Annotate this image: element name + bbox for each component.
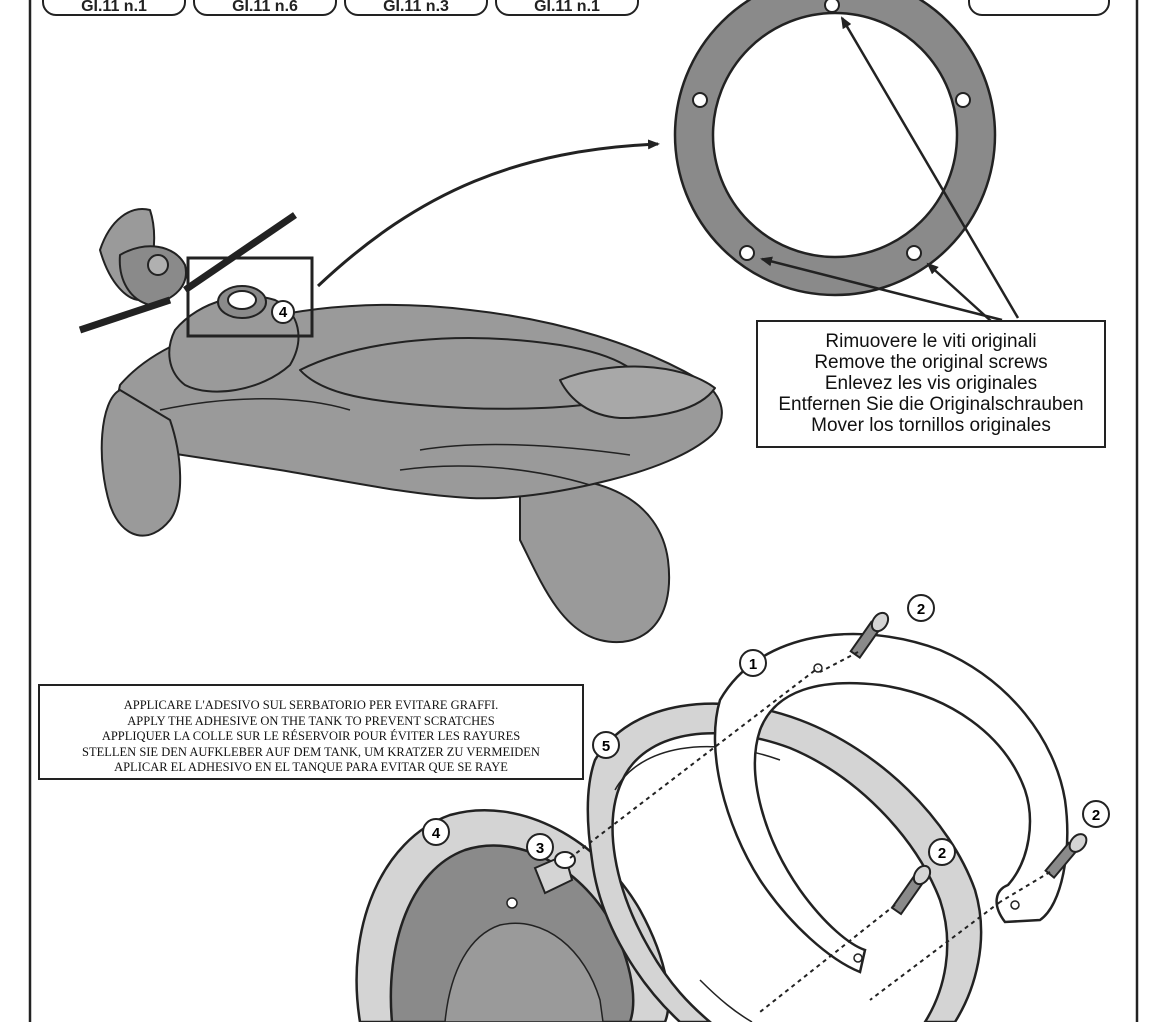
screw-top: [849, 611, 890, 660]
adhesive-line-es: APLICAR EL ADHESIVO EN EL TANQUE PARA EV…: [114, 760, 508, 774]
screw-right: [1044, 833, 1088, 880]
part-badges: 4 2 1 5 4 3 2: [271, 300, 1110, 866]
screw-hole-left: [692, 92, 708, 108]
note-line-de: Entfernen Sie die Originalschrauben: [778, 394, 1084, 415]
adhesive-ring: [355, 809, 670, 1022]
assembly-axes: [569, 651, 1051, 1013]
detail-arrow: [316, 139, 660, 288]
badge-flange-ring: 1: [739, 649, 767, 677]
screw-mid: [890, 864, 932, 916]
badge-screw-mid: 2: [928, 838, 956, 866]
svg-text:2: 2: [938, 845, 946, 862]
note-line-es: Mover los tornillos originales: [811, 415, 1051, 436]
svg-text:2: 2: [917, 601, 925, 618]
screw-pointer-arrows: [760, 16, 1020, 323]
header-tab-1: GI.11 n.1: [42, 0, 186, 16]
screw-hole-bottom-left: [739, 245, 755, 261]
original-gasket-ring: [673, 0, 997, 297]
motorcycle-illustration: [78, 208, 723, 644]
header-tab-4: GI.11 n.1: [495, 0, 639, 16]
svg-text:4: 4: [432, 825, 441, 842]
adhesive-line-en: APPLY THE ADHESIVE ON THE TANK TO PREVEN…: [127, 713, 495, 728]
svg-text:4: 4: [279, 304, 288, 321]
header-tab-3: GI.11 n.3: [344, 0, 488, 16]
spacer-part: [533, 851, 576, 895]
screw-hole-right: [955, 92, 971, 108]
detail-box: [186, 256, 314, 338]
screw-hole-top: [824, 0, 840, 13]
remove-screws-note: Rimuovere le viti originali Remove the o…: [756, 320, 1106, 448]
badge-lock-ring: 5: [592, 731, 620, 759]
badge-screw-right: 2: [1082, 800, 1110, 828]
note-line-it: Rimuovere le viti originali: [825, 331, 1037, 352]
note-line-en: Remove the original screws: [814, 352, 1048, 373]
header-tab-2: GI.11 n.6: [193, 0, 337, 16]
svg-text:2: 2: [1092, 807, 1100, 824]
adhesive-line-it: APPLICARE L'ADESIVO SUL SERBATORIO PER E…: [123, 698, 499, 712]
badge-screw-top: 2: [907, 594, 935, 622]
note-line-fr: Enlevez les vis originales: [824, 373, 1038, 394]
screw-hole-bottom-right: [906, 245, 922, 261]
flange-ring: [713, 632, 1069, 974]
svg-text:3: 3: [536, 840, 544, 857]
apply-adhesive-note: APPLICARE L'ADESIVO SUL SERBATORIO PER E…: [38, 684, 584, 780]
badge-adhesive: 4: [422, 818, 450, 846]
svg-text:1: 1: [749, 656, 757, 673]
badge-spacer: 3: [526, 833, 554, 861]
badge-moto-cap: 4: [271, 300, 295, 324]
adhesive-line-de: STELLEN SIE DEN AUFKLEBER AUF DEM TANK, …: [82, 744, 540, 759]
adhesive-line-fr: APPLIQUER LA COLLE SUR LE RÉSERVOIR POUR…: [101, 729, 521, 743]
svg-text:5: 5: [602, 738, 610, 755]
